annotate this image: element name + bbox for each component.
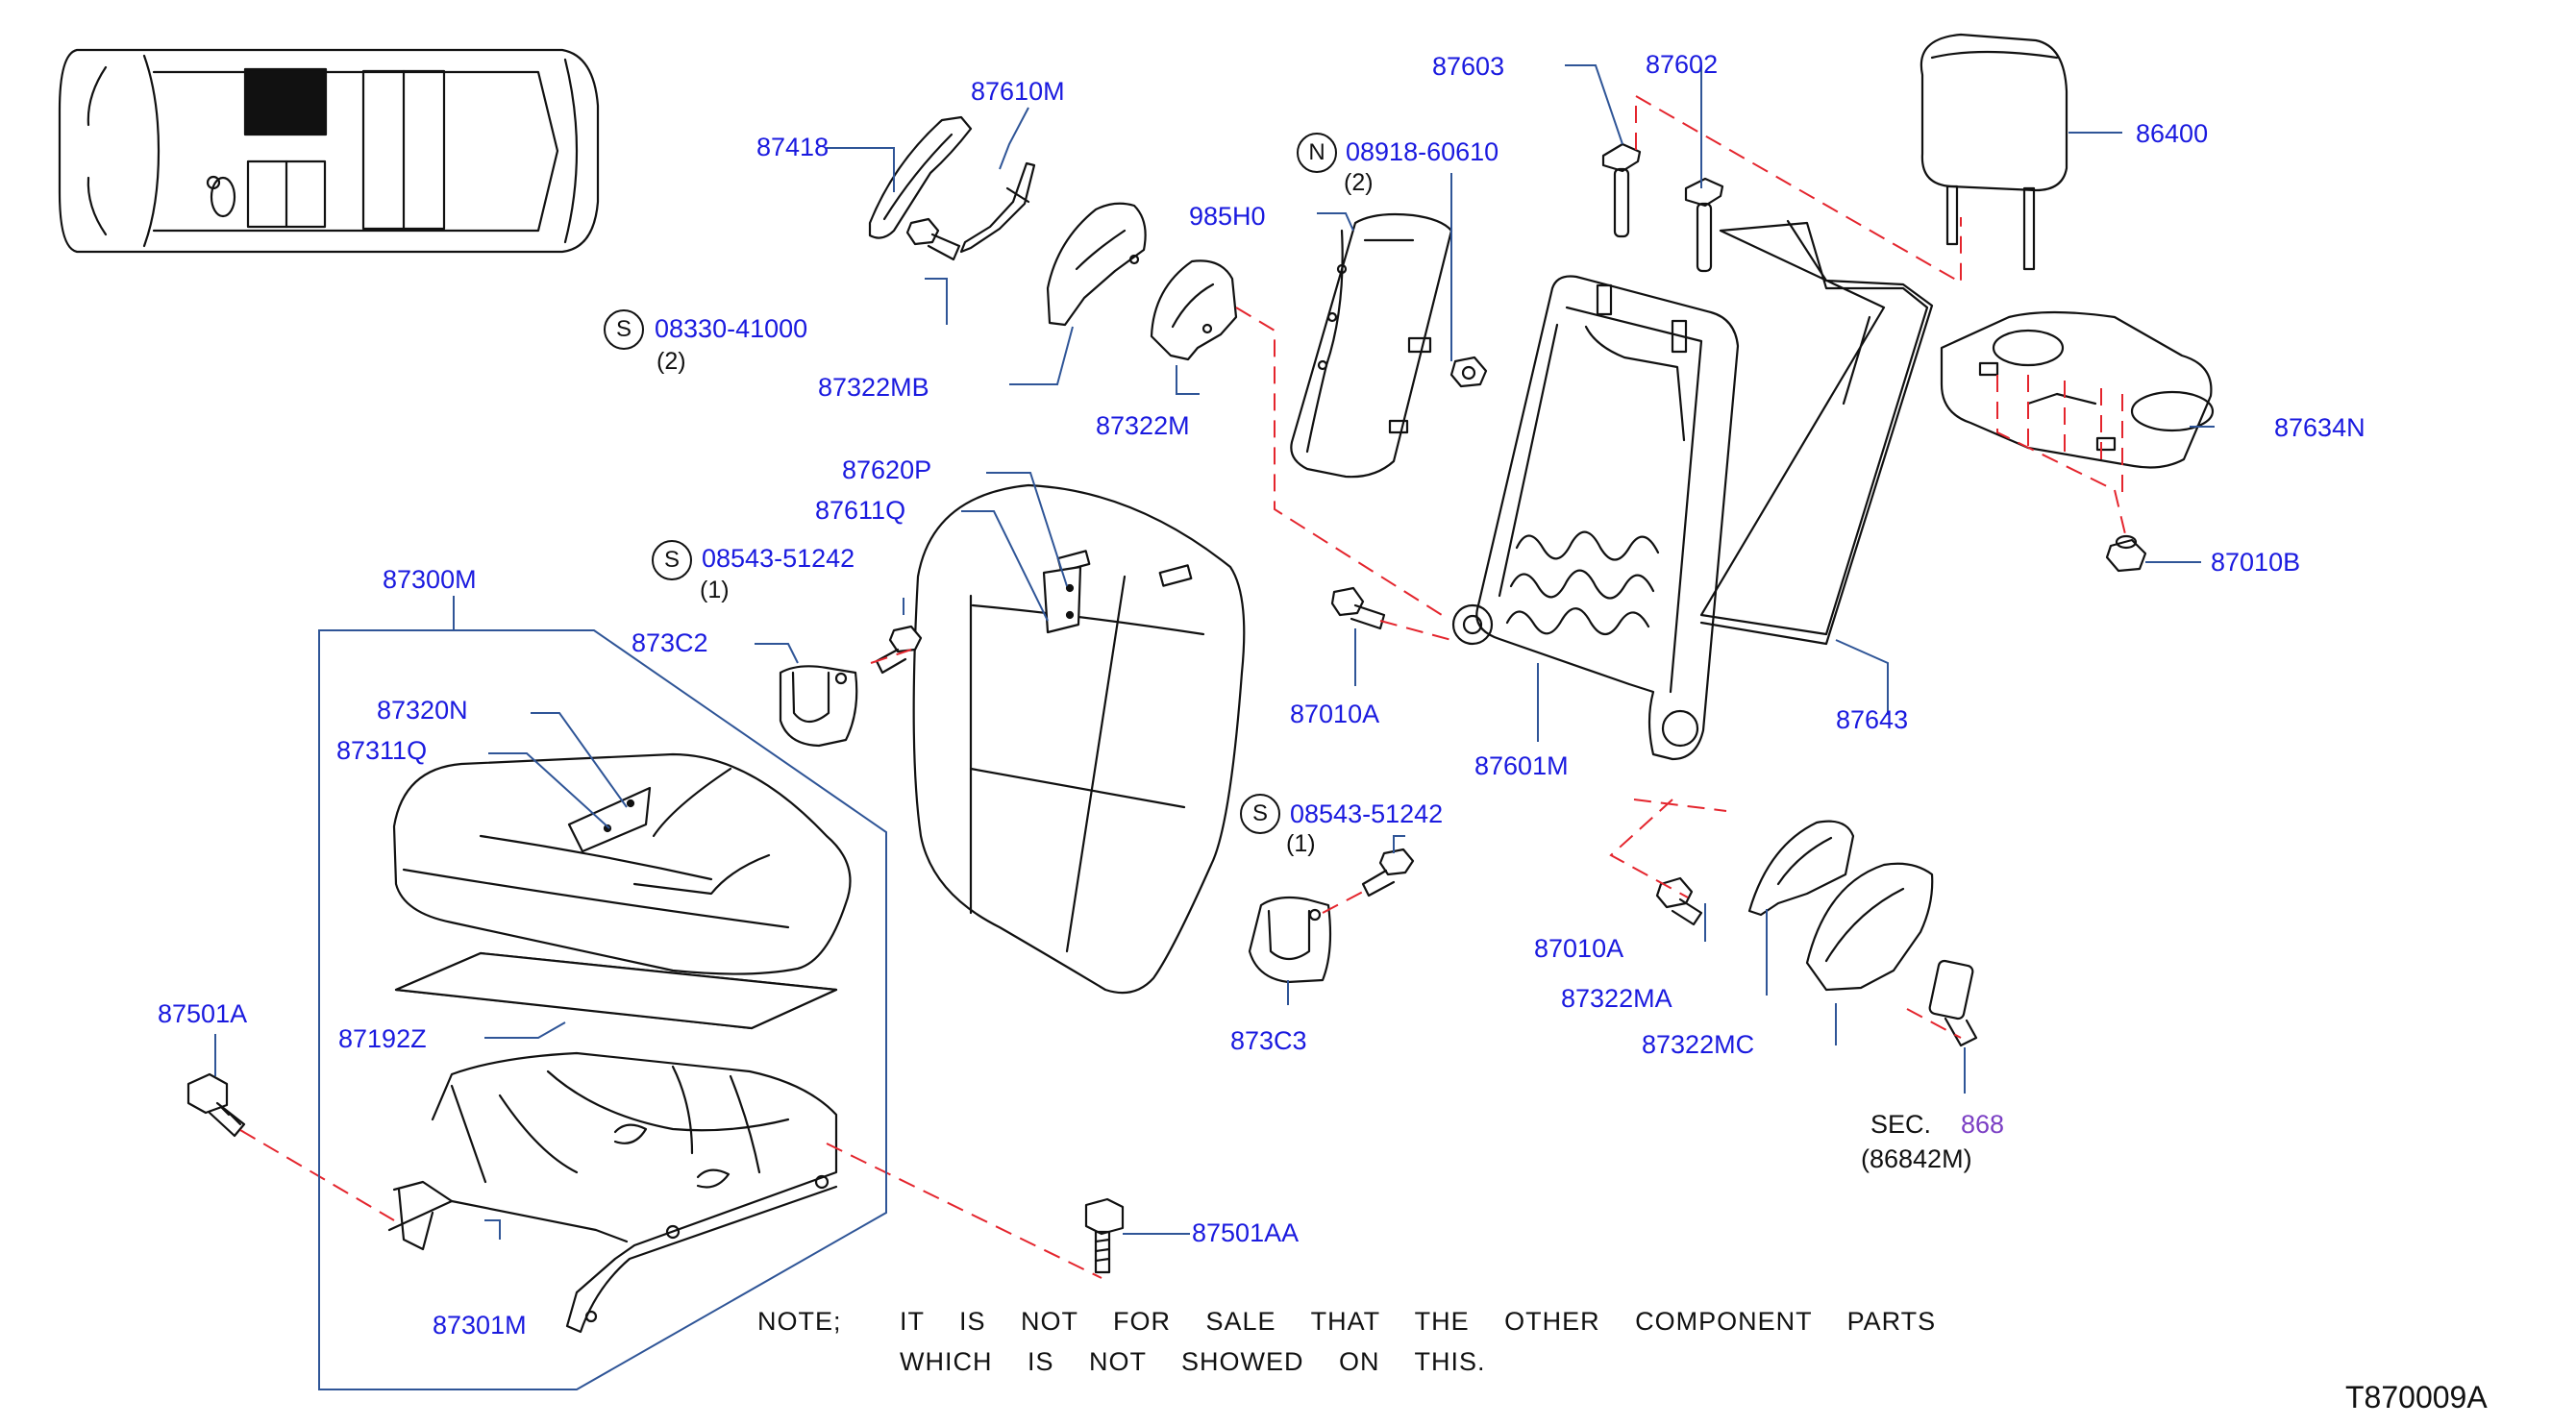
section-number-link[interactable]: 868 xyxy=(1961,1110,2005,1139)
cover-87322MA-part xyxy=(1747,820,1855,917)
part-label-87010A-lower: 87010A xyxy=(1534,934,1624,963)
back-board-part xyxy=(1699,219,1934,646)
cover-87322MC-part xyxy=(1805,862,1934,992)
qty-08918: (2) xyxy=(1344,169,1374,196)
cover-873C3-part xyxy=(1248,896,1332,984)
part-label-08543-51242-b: 08543-51242 xyxy=(1290,799,1444,828)
cover-87322M-part xyxy=(1150,259,1238,361)
buckle-part xyxy=(1928,959,1978,1047)
s-symbol: S xyxy=(604,309,644,350)
part-label-87010A-upper: 87010A xyxy=(1290,700,1380,728)
part-label-87311Q: 87311Q xyxy=(336,736,428,765)
bracket-87610M-part xyxy=(959,161,1036,254)
part-label-87601M: 87601M xyxy=(1474,751,1569,780)
assembly-lines xyxy=(239,94,2127,1279)
note-line-2: WHICH IS NOT SHOWED ON THIS. xyxy=(900,1347,1486,1376)
qty-08543-b: (1) xyxy=(1286,830,1316,857)
part-label-08918-60610: 08918-60610 xyxy=(1346,137,1499,166)
n-symbol: N xyxy=(1297,133,1337,173)
bolt-87501AA-part xyxy=(1084,1197,1125,1274)
back-cushion-part xyxy=(912,483,1246,995)
tray-87634N-part xyxy=(1940,310,2215,469)
note-label: NOTE; xyxy=(757,1307,842,1336)
part-label-985H0: 985H0 xyxy=(1189,202,1266,231)
section-reference: (86842M) xyxy=(1861,1144,1972,1173)
part-label-87322MC: 87322MC xyxy=(1642,1030,1755,1059)
part-label-08543-51242-a: 08543-51242 xyxy=(702,544,855,573)
leader-lines xyxy=(214,64,2215,1390)
part-label-87320N: 87320N xyxy=(377,696,468,725)
screw-08543-b-part xyxy=(1361,848,1415,897)
section-label: SEC. xyxy=(1870,1110,1932,1139)
nut-87010B-part xyxy=(2105,534,2147,573)
part-label-87643: 87643 xyxy=(1836,705,1909,734)
airbag-985H0-part xyxy=(1290,212,1453,479)
part-label-87602: 87602 xyxy=(1646,50,1719,79)
part-label-08330-41000: 08330-41000 xyxy=(655,314,808,343)
vehicle-overview-icon xyxy=(58,48,600,254)
part-label-87322M: 87322M xyxy=(1096,411,1190,440)
screw-08543-a-part xyxy=(875,625,923,675)
note-line-1: IT IS NOT FOR SALE THAT THE OTHER COMPON… xyxy=(900,1307,1937,1336)
diagram-code: T870009A xyxy=(2345,1380,2488,1414)
cushion-frame-part xyxy=(387,1051,838,1334)
part-label-87301M: 87301M xyxy=(433,1311,527,1340)
guide-87603-part xyxy=(1601,142,1642,238)
cover-87418-part xyxy=(868,115,973,239)
part-label-87010B: 87010B xyxy=(2211,548,2301,577)
nut-08918-part xyxy=(1449,356,1488,388)
guide-87602-part xyxy=(1684,177,1724,273)
part-label-86400: 86400 xyxy=(2136,119,2209,148)
qty-08330: (2) xyxy=(656,348,686,375)
part-label-87610M: 87610M xyxy=(971,77,1065,106)
part-label-87603: 87603 xyxy=(1432,52,1505,81)
bolt-87010A-upper-part xyxy=(1330,586,1386,630)
part-label-87322MB: 87322MB xyxy=(818,373,929,402)
headrest-part xyxy=(1920,33,2068,271)
part-label-87300M: 87300M xyxy=(383,565,477,594)
cover-87322MB-part xyxy=(1046,202,1147,327)
seat-cushion-part xyxy=(392,752,852,975)
part-label-87634N: 87634N xyxy=(2274,413,2365,442)
back-frame-part xyxy=(1451,275,1740,761)
s-symbol-a: S xyxy=(652,540,692,580)
part-label-87501AA: 87501AA xyxy=(1192,1218,1300,1247)
part-label-87322MA: 87322MA xyxy=(1561,984,1672,1013)
part-label-87418: 87418 xyxy=(756,133,830,161)
part-label-87620P: 87620P xyxy=(842,455,932,484)
part-label-873C3: 873C3 xyxy=(1230,1026,1307,1055)
screw-08330-part xyxy=(905,217,961,261)
s-symbol-b: S xyxy=(1240,794,1280,834)
bolt-87501A-part xyxy=(186,1072,246,1138)
qty-08543-a: (1) xyxy=(700,577,730,603)
part-label-87611Q: 87611Q xyxy=(815,496,906,525)
part-label-87501A: 87501A xyxy=(158,999,248,1028)
part-label-873C2: 873C2 xyxy=(632,628,708,657)
part-label-87192Z: 87192Z xyxy=(338,1024,427,1053)
cover-873C2-part xyxy=(779,665,858,748)
